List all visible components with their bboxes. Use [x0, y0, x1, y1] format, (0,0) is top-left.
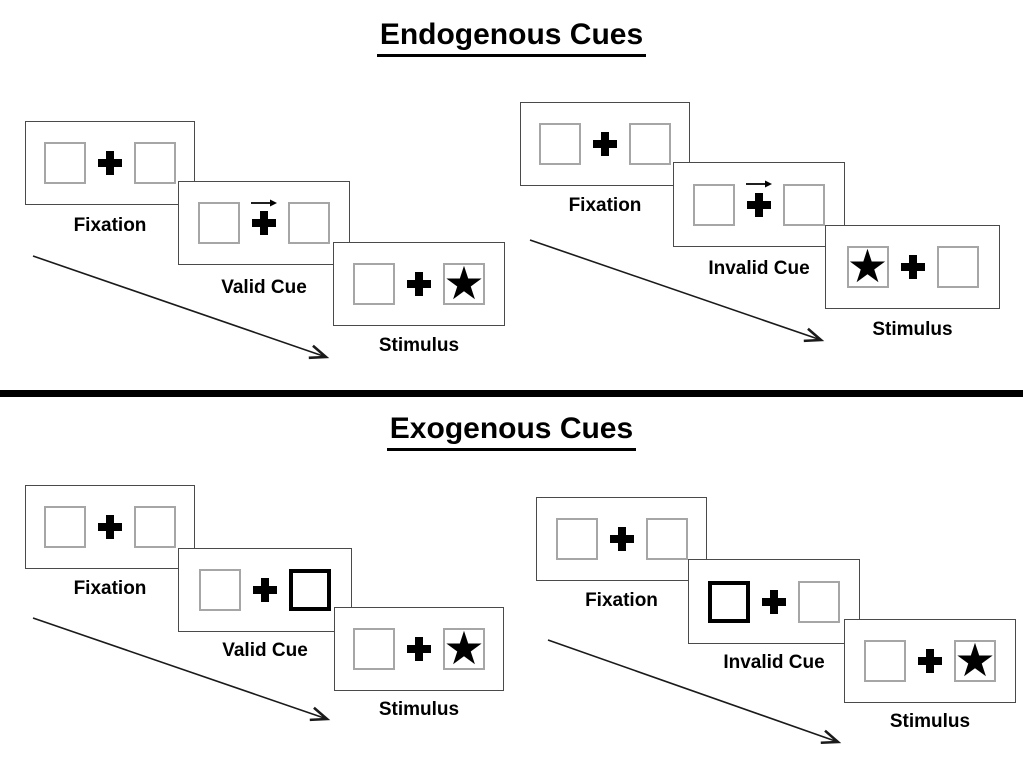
right-box-with-target: ★ — [443, 620, 485, 675]
endogenous-invalid-fixation-card — [520, 102, 690, 186]
fixation-cross-icon — [98, 486, 122, 568]
exogenous-section-title-text: Exogenous Cues — [386, 412, 637, 451]
left-box — [539, 123, 581, 165]
fixation-cross-icon — [407, 608, 431, 690]
right-box — [645, 518, 688, 560]
exogenous-valid-stimulus-card: ★ — [334, 607, 504, 691]
fixation-cross-icon — [593, 103, 617, 185]
step-label-fixation: Fixation — [568, 195, 642, 216]
step-label-stimulus: Stimulus — [889, 711, 971, 732]
left-box — [353, 263, 395, 305]
step-label-invalid-cue: Invalid Cue — [723, 652, 825, 673]
right-box — [798, 580, 840, 623]
left-box — [693, 183, 735, 226]
right-box-with-target: ★ — [443, 255, 485, 310]
section-divider — [0, 390, 1023, 397]
endogenous-section-title: Endogenous Cues — [0, 18, 1023, 57]
endogenous-valid-fixation-card — [25, 121, 195, 205]
exogenous-invalid-fixation-card — [536, 497, 707, 581]
step-label-fixation: Fixation — [73, 215, 147, 236]
step-label-stimulus: Stimulus — [872, 319, 953, 340]
exogenous-invalid-cue-card — [688, 559, 860, 644]
target-star-icon: ★ — [443, 620, 485, 675]
plus-shape — [98, 151, 122, 175]
exogenous-invalid-stimulus-card: ★ — [844, 619, 1016, 703]
left-box — [555, 518, 598, 560]
cue-arrow-right-icon — [251, 199, 277, 207]
step-label-invalid-cue: Invalid Cue — [708, 258, 810, 279]
fixation-cross-icon — [251, 182, 277, 264]
step-label-fixation: Fixation — [585, 590, 658, 611]
fixation-cross-icon — [900, 226, 925, 308]
cue-highlight-box-left — [708, 580, 750, 623]
left-box — [353, 628, 395, 670]
fixation-cross-icon — [253, 549, 277, 631]
plus-shape — [407, 272, 431, 296]
plus-shape — [762, 589, 786, 614]
right-box — [134, 142, 176, 184]
timeline-arrow-exogenous-valid — [32, 617, 331, 722]
target-star-icon: ★ — [954, 632, 996, 687]
plus-shape — [918, 649, 942, 673]
left-box — [199, 569, 241, 611]
right-box — [629, 123, 671, 165]
plus-shape — [900, 255, 925, 279]
endogenous-valid-stimulus-card: ★ — [333, 242, 505, 326]
step-label-stimulus: Stimulus — [378, 335, 460, 356]
plus-shape — [98, 515, 122, 539]
plus-shape — [252, 211, 276, 235]
left-box — [44, 142, 86, 184]
plus-shape — [609, 527, 634, 551]
step-label-valid-cue: Valid Cue — [221, 277, 307, 298]
target-star-icon: ★ — [846, 238, 889, 293]
target-star-icon: ★ — [443, 255, 485, 310]
exogenous-valid-fixation-card — [25, 485, 195, 569]
right-box — [783, 183, 825, 226]
plus-shape — [747, 192, 771, 217]
fixation-cross-icon — [746, 163, 772, 246]
step-label-valid-cue: Valid Cue — [222, 640, 308, 661]
plus-shape — [407, 637, 431, 661]
fixation-cross-icon — [407, 243, 431, 325]
endogenous-invalid-stimulus-card: ★ — [825, 225, 1000, 309]
right-box — [936, 246, 979, 288]
fixation-cross-icon — [918, 620, 942, 702]
fixation-cross-icon — [609, 498, 634, 580]
plus-shape — [593, 132, 617, 156]
left-box-with-target: ★ — [846, 238, 889, 293]
timeline-arrow-endogenous-invalid — [529, 239, 825, 343]
exogenous-valid-cue-card — [178, 548, 352, 632]
endogenous-valid-cue-card — [178, 181, 350, 265]
step-label-fixation: Fixation — [73, 578, 147, 599]
right-box — [134, 506, 176, 548]
right-box-with-target: ★ — [954, 632, 996, 687]
exogenous-section-title: Exogenous Cues — [0, 412, 1023, 451]
endogenous-invalid-cue-card — [673, 162, 845, 247]
left-box — [198, 202, 240, 244]
right-box — [288, 202, 330, 244]
step-label-stimulus: Stimulus — [378, 699, 460, 720]
left-box — [864, 640, 906, 682]
cue-highlight-box-right — [289, 569, 331, 611]
endogenous-section-title-text: Endogenous Cues — [376, 18, 647, 57]
fixation-cross-icon — [762, 560, 786, 643]
timeline-arrow-endogenous-valid — [32, 255, 330, 360]
cue-arrow-right-icon — [746, 180, 772, 188]
plus-shape — [253, 578, 277, 602]
fixation-cross-icon — [98, 122, 122, 204]
left-box — [44, 506, 86, 548]
